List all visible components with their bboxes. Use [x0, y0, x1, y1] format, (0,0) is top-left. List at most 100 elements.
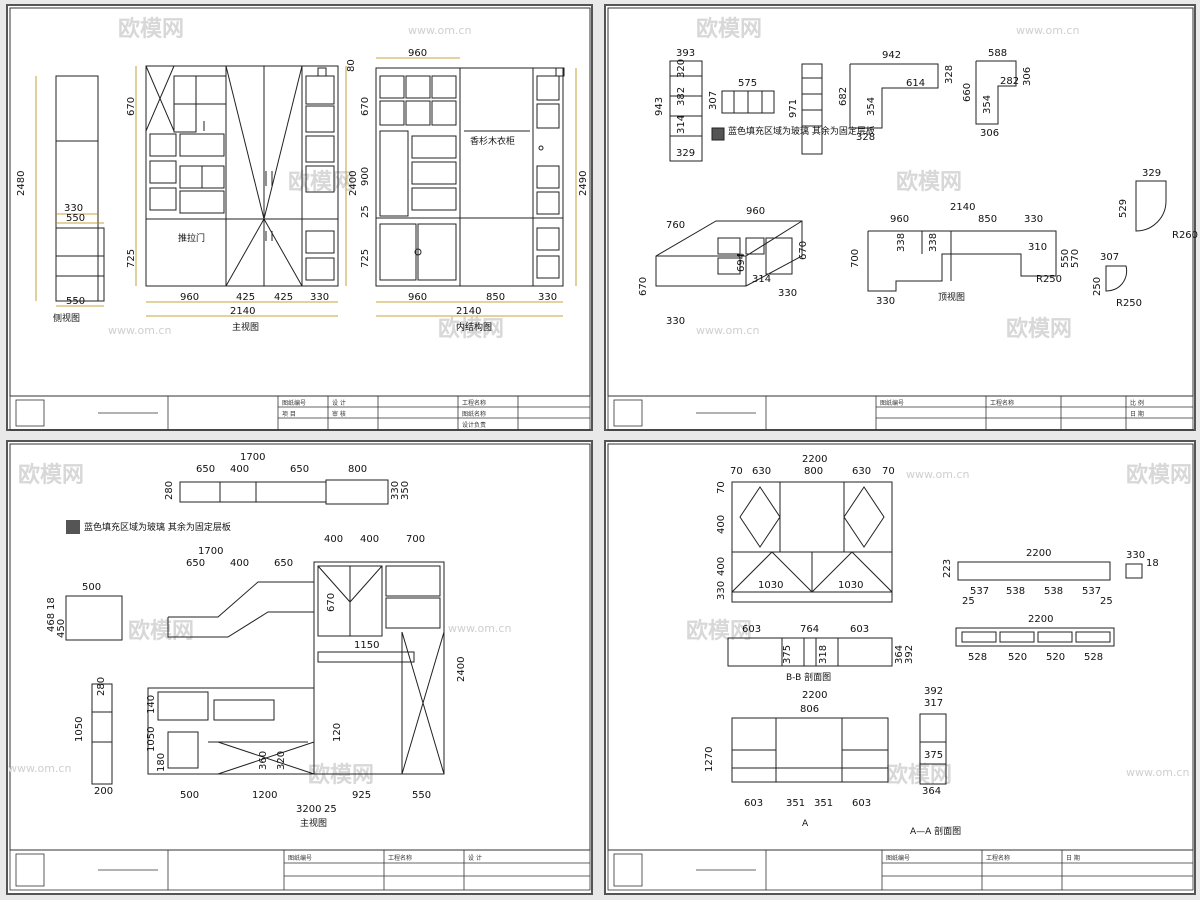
dim: 500: [82, 582, 101, 593]
dim: 650: [290, 464, 309, 475]
dim: 351: [814, 798, 833, 809]
dim: 603: [742, 624, 761, 635]
dim: 650: [274, 558, 293, 569]
dim: 280: [164, 481, 175, 500]
dim: 537: [1082, 586, 1101, 597]
inner-view-label: 内结构图: [456, 321, 492, 333]
watermark-url: www.om.cn: [8, 762, 71, 775]
dim: 1050: [146, 727, 157, 752]
tb-cell: 日 期: [1066, 854, 1080, 862]
dim: R250: [1036, 274, 1062, 285]
dim-inner-height: 2490: [578, 171, 589, 196]
dim-side-w3: 550: [66, 296, 85, 307]
dim: 800: [804, 466, 823, 477]
dim: 1050: [74, 717, 85, 742]
dim: 25: [962, 596, 975, 607]
dim: 570: [1070, 249, 1081, 268]
title-block: [9, 395, 591, 431]
dim-main-w3: 425: [274, 292, 293, 303]
dim: 392: [904, 645, 915, 664]
tb-cell: 图纸编号: [886, 854, 910, 862]
tb-cell: 设 计: [468, 854, 482, 862]
watermark-brand: 欧模网: [1006, 316, 1072, 342]
tb-cell: 图纸编号: [282, 399, 306, 407]
plan-strips: [955, 561, 1143, 647]
dim: 310: [1028, 242, 1047, 253]
dim: 70: [730, 466, 743, 477]
dim: 2200: [802, 454, 827, 465]
dim: 140: [146, 695, 157, 714]
dim: 1150: [354, 640, 379, 651]
top-view-label: 顶视图: [938, 291, 965, 303]
dim: 282: [1000, 76, 1019, 87]
dim: 650: [186, 558, 205, 569]
dim: 375: [924, 750, 943, 761]
side-view: [55, 75, 105, 302]
sheet-1-canvas: 欧模网 www.om.cn 欧模网 欧模网 www.om.cn 2480 330…: [9, 7, 591, 431]
dim-main-25: 25: [360, 205, 371, 218]
watermark-brand: 欧模网: [686, 618, 752, 644]
dim: 630: [852, 466, 871, 477]
dim: 528: [968, 652, 987, 663]
tb-cell: 设 计: [332, 399, 346, 407]
watermark-brand: 欧模网: [18, 462, 84, 488]
tb-cell: 工程名称: [990, 399, 1014, 407]
dim: 1700: [240, 452, 265, 463]
dim-side-w1: 330: [64, 203, 83, 214]
dim-main-w4: 330: [310, 292, 329, 303]
dim-main-total: 2140: [230, 306, 255, 317]
dim: 800: [348, 464, 367, 475]
dim: 338: [896, 233, 907, 252]
dim: 18: [46, 597, 57, 610]
dim: 943: [654, 97, 665, 116]
dim: 400: [230, 558, 249, 569]
tb-cell: 日 期: [1130, 410, 1144, 418]
dim: 588: [988, 48, 1007, 59]
sheet-4-canvas: 欧模网 www.om.cn 欧模网 欧模网 www.om.cn 2200 70 …: [607, 443, 1194, 891]
tb-cell: 工程名称: [388, 854, 412, 862]
section-aa-label: A—A 剖面图: [910, 825, 961, 837]
dim: 351: [786, 798, 805, 809]
side-view-label: 侧视图: [53, 312, 80, 324]
dim-main-mid: 900: [360, 167, 371, 186]
dim-side-w2: 550: [66, 213, 85, 224]
watermark-brand: 欧模网: [438, 316, 504, 342]
watermark-brand: 欧模网: [896, 169, 962, 195]
side-small-box: [65, 595, 123, 785]
watermark-brand: 欧模网: [118, 16, 184, 42]
dim-main-bottom: 725: [126, 249, 137, 268]
dim-main-bottom-right: 725: [360, 249, 371, 268]
inner-structure-view: [375, 67, 565, 287]
dim: 314: [676, 115, 687, 134]
dim: 70: [882, 466, 895, 477]
dim: 614: [906, 78, 925, 89]
dim: 575: [738, 78, 757, 89]
dim-main-w2: 425: [236, 292, 255, 303]
sliding-door-note: 推拉门: [178, 232, 205, 244]
dim-main-top-right: 670: [360, 97, 371, 116]
watermark-brand: 欧模网: [1126, 462, 1192, 488]
dim: 670: [638, 277, 649, 296]
watermark-url: www.om.cn: [108, 324, 171, 337]
dim: 328: [856, 132, 875, 143]
dim: 330: [778, 288, 797, 299]
dim: 1030: [758, 580, 783, 591]
watermark-brand: 欧模网: [696, 16, 762, 42]
section-mark: A: [802, 819, 809, 829]
dim: 529: [1118, 199, 1129, 218]
dim: 764: [800, 624, 819, 635]
main-view-elevation: [145, 65, 339, 287]
dim: 670: [326, 593, 337, 612]
dim: 650: [196, 464, 215, 475]
dim: 468: [46, 613, 57, 632]
drawing-sheet-4: 欧模网 www.om.cn 欧模网 欧模网 www.om.cn 2200 70 …: [604, 440, 1196, 895]
main-elevation: [147, 561, 445, 775]
dim: 320: [276, 751, 287, 770]
dim-side-height: 2480: [16, 171, 27, 196]
dim: 393: [676, 48, 695, 59]
dim: 330: [876, 296, 895, 307]
title-block: [607, 849, 1194, 891]
dim: 400: [230, 464, 249, 475]
dim: 307: [708, 91, 719, 110]
dim: 330: [1024, 214, 1043, 225]
